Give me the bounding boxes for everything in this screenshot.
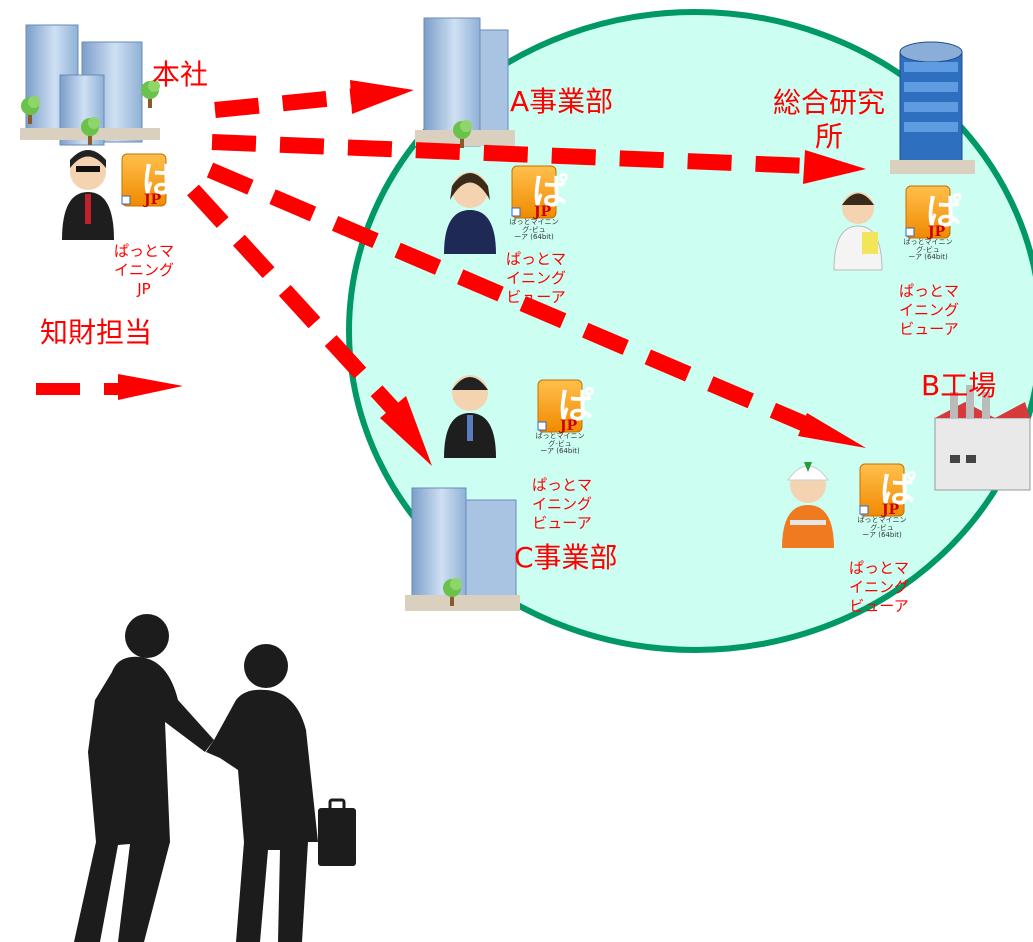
division-c-label: C事業部 xyxy=(514,541,618,574)
arrow-to-division-a xyxy=(214,88,357,118)
person-division-a-icon xyxy=(444,172,496,254)
icon-caption-division-a: ぱっとマイニング-ビュ ーア (64bit) xyxy=(509,218,559,242)
arrow-to-research-lab xyxy=(211,134,811,174)
factory-b-building xyxy=(934,385,1031,491)
person-division-c-icon xyxy=(444,375,496,458)
icon-caption-division-c: ぱっとマイニング-ビュ ーア (64bit) xyxy=(535,432,585,456)
person-ip-staff-icon xyxy=(62,150,114,240)
headquarters-buildings xyxy=(20,24,160,146)
app-icon-factory-b xyxy=(859,463,917,519)
ip-staff-label: 知財担当 xyxy=(40,316,153,349)
person-factory-b-icon xyxy=(782,462,834,548)
division-a-building xyxy=(415,17,515,148)
app-label-division-c: ぱっとマ イニング ビューア xyxy=(531,476,592,532)
app-icon-division-a xyxy=(511,165,569,221)
app-label-research-lab: ぱっとマ イニング ビューア xyxy=(898,282,959,338)
app-icon-hq xyxy=(121,153,179,209)
arrows xyxy=(36,80,866,466)
arrow-to-division-c xyxy=(187,184,402,418)
icon-caption-research-lab: ぱっとマイニング-ビュ ーア (64bit) xyxy=(903,238,953,262)
icon-caption-factory-b: ぱっとマイニング-ビュ ーア (64bit) xyxy=(857,516,907,540)
app-label-factory-b: ぱっとマ イニング ビューア xyxy=(848,559,909,615)
division-c-building xyxy=(405,487,520,611)
app-icon-research-lab xyxy=(905,185,963,241)
research-lab-label: 総合研究 所 xyxy=(772,86,885,153)
person-research-lab-icon xyxy=(833,192,883,271)
handshake-silhouette xyxy=(74,614,356,942)
research-lab-building xyxy=(890,41,975,174)
app-label-division-a: ぱっとマ イニング ビューア xyxy=(505,250,566,306)
app-icon-division-c xyxy=(537,379,595,435)
headquarters-label: 本社 xyxy=(152,58,209,91)
app-label-hq: ぱっとマ イニング JP xyxy=(113,242,174,298)
factory-b-label: B工場 xyxy=(921,369,997,402)
division-a-label: A事業部 xyxy=(510,85,614,118)
arrow-to-factory-b xyxy=(206,162,816,435)
